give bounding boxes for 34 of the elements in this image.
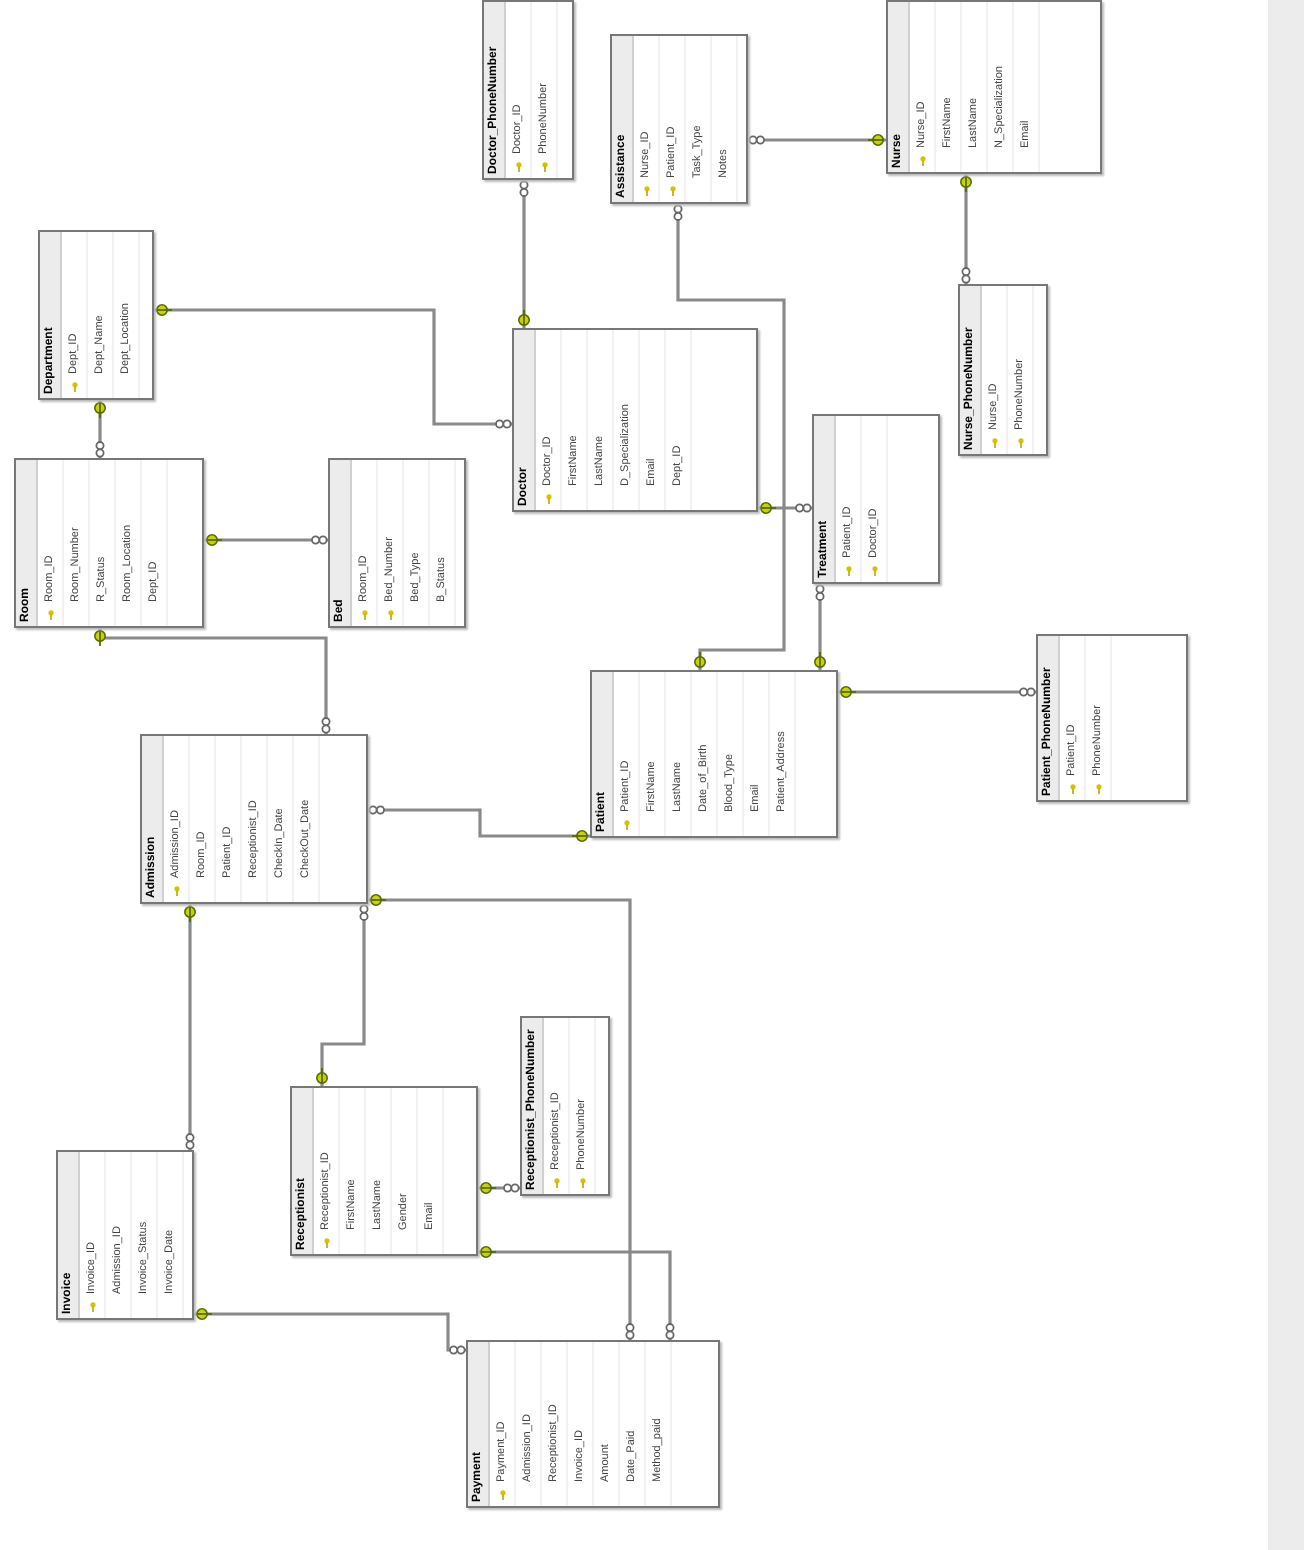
table-box [1036,634,1188,802]
table-box [958,284,1048,456]
relationship-line [517,180,531,328]
table-box [290,1086,478,1256]
relationship-line [368,893,635,1340]
relationship-line [368,805,590,843]
relationship-line [183,904,197,1150]
relationship-line [478,1181,520,1195]
relationship-line [93,628,331,734]
table-box [520,1016,610,1196]
relationship-line [758,501,812,515]
relationship-line [154,303,512,429]
relationship-line [838,685,1036,699]
table-box [512,328,758,512]
table-box [812,414,940,584]
table-box [328,458,466,628]
table-box [482,0,574,180]
relationship-line [478,1245,675,1340]
table-box [38,230,154,400]
relationship-line [93,400,107,458]
relationship-line [673,204,786,670]
relationship-line [204,533,328,547]
table-box [466,1340,720,1508]
table-box [590,670,838,838]
table-box [140,734,368,904]
table-box [610,34,748,204]
relationship-line [813,584,827,670]
table-box [14,458,204,628]
relationship-line [748,133,886,147]
table-box [886,0,1102,174]
relationship-line [194,1307,466,1355]
relationship-line [315,904,369,1086]
table-box [56,1150,194,1320]
relationship-line [959,174,973,284]
